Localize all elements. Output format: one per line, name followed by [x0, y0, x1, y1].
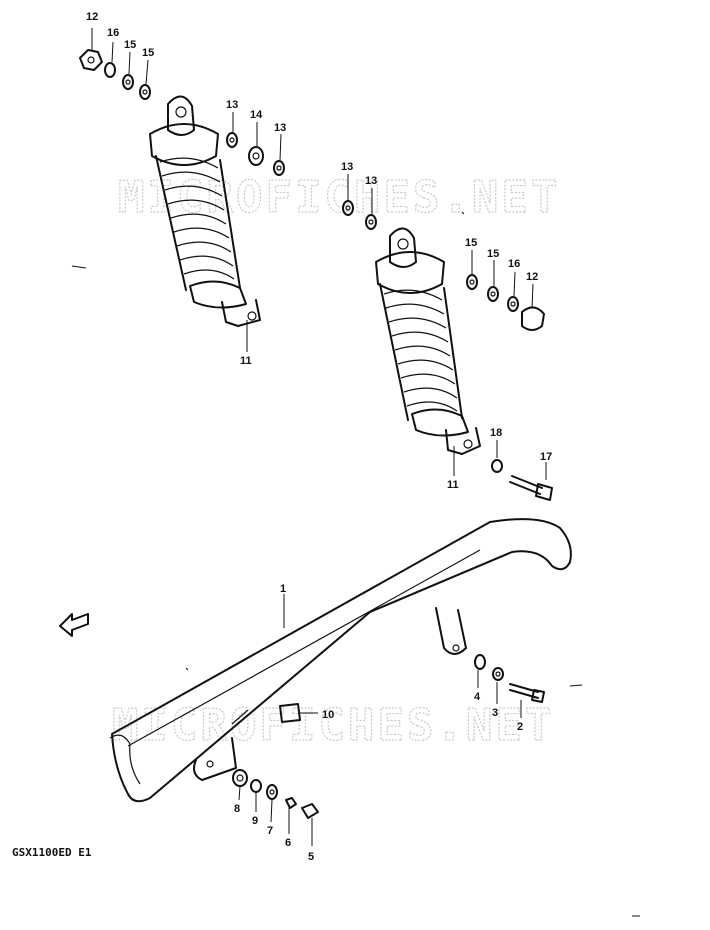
hardware-right: [466, 274, 553, 501]
callout-16-top-left: 16: [107, 27, 119, 39]
callout-15-right-b: 15: [487, 248, 499, 260]
callout-14: 14: [250, 109, 263, 121]
callout-labels: 12 16 15 15 13 14 13 13 13 15 15 16 12 1…: [86, 11, 552, 863]
callout-1: 1: [280, 583, 286, 595]
leader-lines: [91, 28, 547, 846]
chain-case: [109, 518, 572, 803]
callout-9: 9: [252, 815, 258, 827]
watermark-top: MICROFICHES.NET: [118, 172, 560, 223]
callout-17: 17: [540, 451, 552, 463]
front-direction-arrow-icon: [59, 613, 89, 637]
callout-16-right: 16: [508, 258, 520, 270]
callout-3: 3: [492, 707, 498, 719]
callout-13-left-a: 13: [226, 99, 238, 111]
model-code: GSX1100ED E1: [12, 846, 92, 859]
callout-13-right-a: 13: [341, 161, 353, 173]
callout-7: 7: [267, 825, 273, 837]
callout-15-top-left-a: 15: [124, 39, 136, 51]
scan-specks: [71, 211, 640, 917]
watermark-bottom: MICROFICHES.NET: [112, 700, 554, 751]
callout-18: 18: [490, 427, 502, 439]
callout-2: 2: [517, 721, 523, 733]
cushion-part-10: [279, 703, 301, 723]
callout-13-right-b: 13: [365, 175, 377, 187]
right-shock-absorber: [375, 227, 481, 455]
left-shock-absorber: [149, 95, 261, 327]
callout-15-right-a: 15: [465, 237, 477, 249]
callout-13-left-b: 13: [274, 122, 286, 134]
callout-15-top-left-b: 15: [142, 47, 154, 59]
callout-12-top-left: 12: [86, 11, 98, 23]
callout-4: 4: [474, 691, 481, 703]
callout-8: 8: [234, 803, 240, 815]
callout-11-left: 11: [240, 355, 252, 367]
callout-10: 10: [322, 709, 334, 721]
hardware-top-middle: [226, 132, 377, 230]
callout-12-right: 12: [526, 271, 538, 283]
hardware-top-left: [79, 49, 151, 100]
callout-5: 5: [308, 851, 314, 863]
callout-6: 6: [285, 837, 291, 849]
callout-11-right: 11: [447, 479, 459, 491]
